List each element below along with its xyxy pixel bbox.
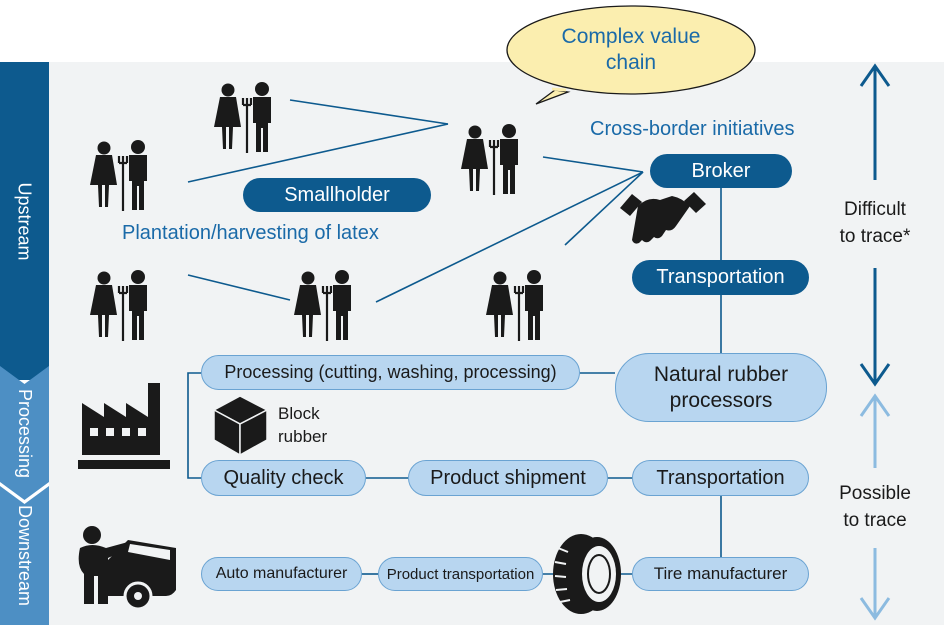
tire-icon	[553, 534, 621, 614]
farmer-couple-icon	[459, 122, 520, 197]
stage-upstream: Upstream	[0, 62, 49, 380]
farmer-couple-icon	[212, 80, 273, 155]
product-shipment-label: Product shipment	[408, 460, 608, 496]
auto-manufacturer-label: Auto manufacturer	[201, 557, 362, 591]
diagram-background	[49, 62, 944, 625]
factory-icon	[78, 383, 170, 469]
farmer-couple-icon	[88, 268, 149, 343]
cross-border-label: Cross-border initiatives	[590, 118, 795, 140]
natural-rubber-processors-label: Natural rubber processors	[615, 353, 827, 422]
handshake-icon	[620, 192, 706, 244]
difficult-trace-arrow	[859, 63, 891, 387]
complex-value-chain-label: Complex value chain	[561, 25, 701, 74]
possible-trace-arrow	[859, 393, 891, 621]
stage-downstream: Downstream	[0, 486, 49, 625]
transportation-mid-label: Transportation	[632, 460, 809, 496]
quality-check-label: Quality check	[201, 460, 366, 496]
box-icon	[212, 395, 269, 457]
possible-to-trace-label: Possible to trace	[839, 483, 911, 531]
tire-manufacturer-label: Tire manufacturer	[632, 557, 809, 591]
transportation-upstream-label: Transportation	[632, 260, 809, 295]
product-transportation-label: Product transportation	[378, 557, 543, 591]
stage-processing: Processing	[0, 366, 49, 500]
farmer-couple-icon	[484, 268, 545, 343]
plantation-label: Plantation/harvesting of latex	[122, 222, 379, 244]
farmer-couple-icon	[88, 138, 149, 213]
farmer-couple-icon	[292, 268, 353, 343]
block-rubber-label: Block rubber	[278, 404, 328, 446]
difficult-to-trace-label: Difficult to trace*	[839, 199, 911, 247]
processing-step-label: Processing (cutting, washing, processing…	[201, 355, 580, 390]
smallholder-label: Smallholder	[243, 178, 431, 212]
mechanic-car-icon	[78, 526, 176, 611]
broker-label: Broker	[650, 154, 792, 188]
